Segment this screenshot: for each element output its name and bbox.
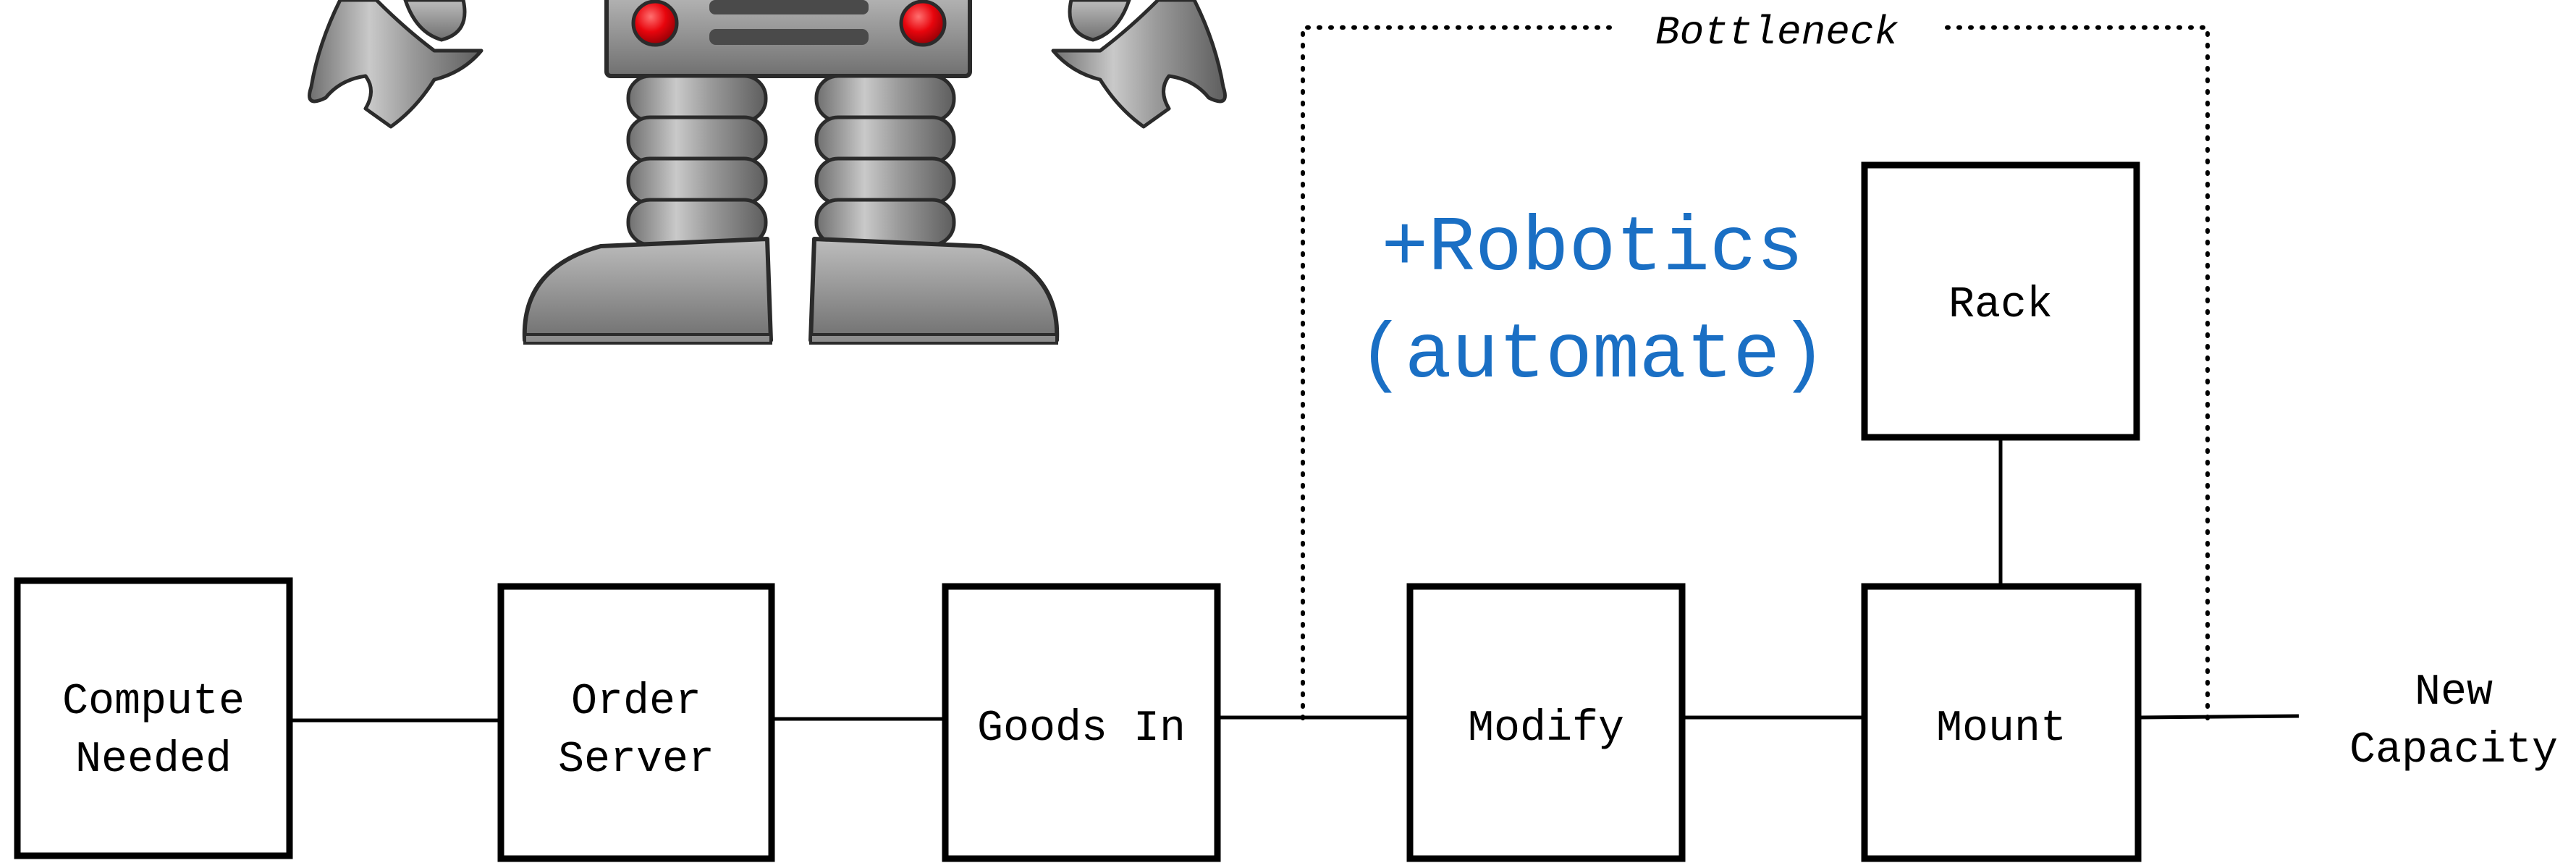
step-label: Order: [571, 678, 701, 727]
step-box: [1861, 583, 2142, 862]
robot-left-foot: [522, 237, 773, 342]
step-label: Modify: [1468, 704, 1624, 754]
output-new-capacity: New Capacity: [2349, 668, 2558, 775]
robot-right-claw: [1051, 0, 1227, 129]
step-rack: Rack: [1861, 161, 2140, 441]
output-label: Capacity: [2349, 726, 2558, 775]
step-goods-in: Goods In: [942, 583, 1221, 862]
annotation-line-2: (automate): [1358, 312, 1827, 400]
robot-illustration: [308, 0, 1227, 345]
annotation-line-1: +Robotics: [1381, 205, 1803, 293]
step-label: Server: [558, 736, 714, 785]
step-box: [942, 583, 1221, 862]
robot-right-foot: [808, 237, 1060, 342]
step-mount: Mount: [1861, 583, 2142, 862]
robotics-annotation: +Robotics (automate): [1358, 205, 1827, 400]
robot-torso: [604, 0, 972, 78]
step-label: Mount: [1936, 704, 2066, 754]
step-box: [1861, 161, 2140, 441]
bottleneck-label: Bottleneck: [1655, 9, 1899, 56]
connector-mount-output: [2137, 714, 2300, 720]
step-order: Order Server: [497, 583, 775, 862]
robot-right-light: [899, 0, 947, 47]
connectors: [290, 438, 2300, 723]
step-box: [1406, 583, 1686, 862]
step-modify: Modify: [1406, 583, 1686, 862]
step-box: [14, 577, 293, 859]
step-label: Rack: [1948, 281, 2053, 330]
step-box: [497, 583, 775, 862]
output-label: New: [2415, 668, 2493, 717]
robot-left-light: [631, 0, 679, 47]
step-label: Compute: [62, 678, 245, 727]
robot-left-leg: [626, 74, 768, 247]
step-compute: Compute Needed: [14, 577, 293, 859]
step-label: Goods In: [977, 704, 1186, 754]
robot-right-leg: [814, 74, 956, 247]
step-label: Needed: [75, 736, 232, 785]
robot-left-claw: [308, 0, 483, 129]
bottleneck-region: Bottleneck: [1301, 9, 2210, 720]
